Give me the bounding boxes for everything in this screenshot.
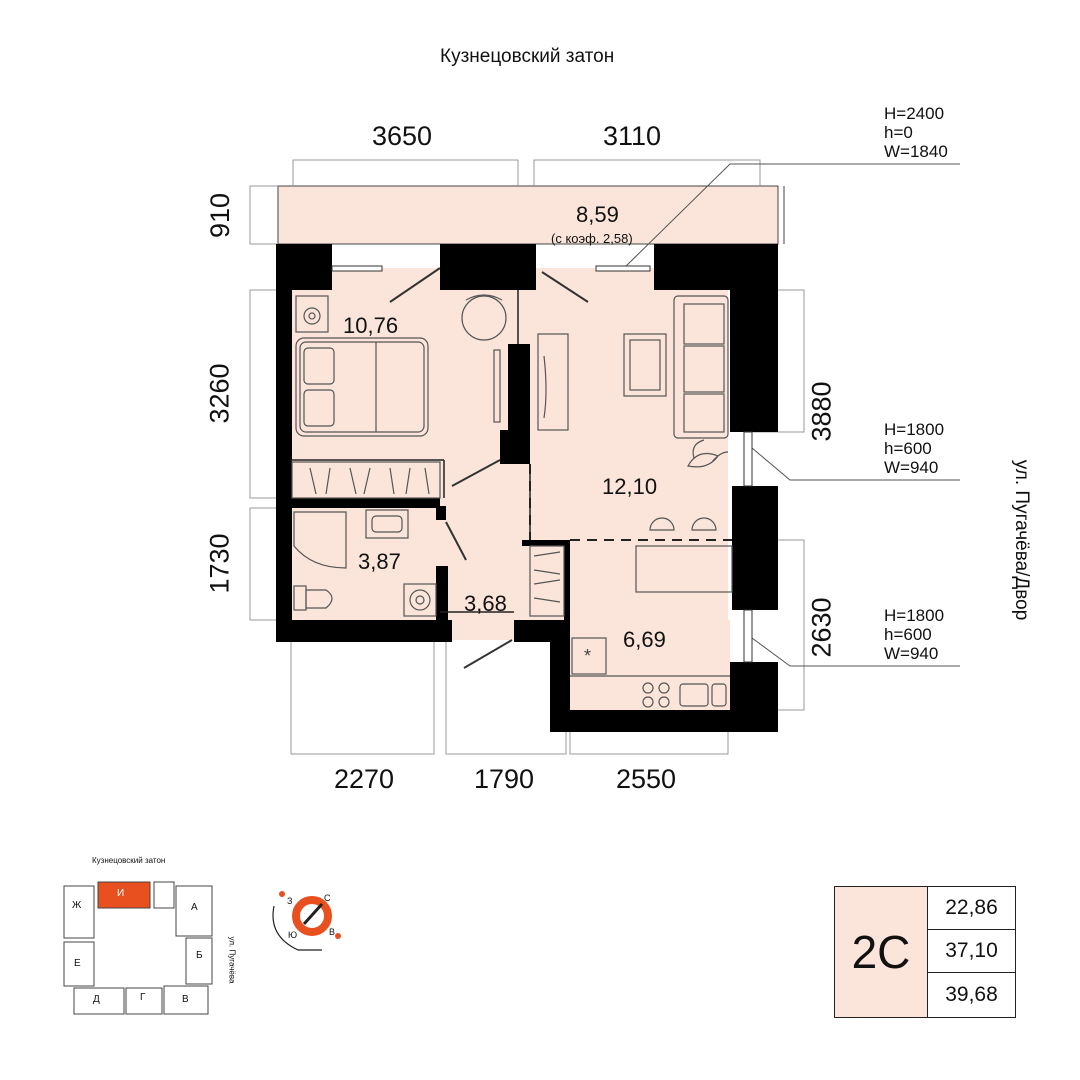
furniture bbox=[291, 294, 733, 708]
apartment-type: 2С bbox=[835, 887, 928, 1017]
fridge-marker: * bbox=[584, 646, 591, 666]
sunset-icon bbox=[335, 933, 341, 939]
sitemap-label-v: В bbox=[182, 994, 189, 1005]
dim-right-living: 3880 bbox=[806, 381, 837, 442]
street-top-label: Кузнецовский затон bbox=[440, 46, 615, 67]
sitemap-street-side: ул. Пугачёва bbox=[227, 936, 237, 984]
sitemap-label-b: Б bbox=[196, 950, 203, 961]
sitemap-label-zh: Ж bbox=[72, 900, 82, 911]
balcony-door-spec: H=2400 h=0 W=1840 bbox=[884, 104, 948, 161]
dim-top-left: 3650 bbox=[372, 121, 433, 151]
section-e bbox=[63, 941, 95, 987]
window-openings bbox=[331, 265, 753, 663]
compass-north: С bbox=[324, 893, 331, 903]
compass-ring bbox=[292, 896, 332, 936]
dim-top-right: 3110 bbox=[603, 121, 662, 151]
zone-dividers bbox=[529, 464, 732, 541]
bedroom-area: 10,76 bbox=[343, 313, 399, 338]
section-i bbox=[97, 881, 151, 909]
section-a bbox=[175, 885, 213, 937]
section-i-ext bbox=[153, 881, 175, 909]
section-v bbox=[163, 985, 209, 1015]
sitemap-street-top: Кузнецовский затон bbox=[92, 856, 166, 865]
compass-needle bbox=[302, 902, 324, 926]
apartment-info: 2С 22,86 37,10 39,68 bbox=[834, 886, 1016, 1018]
dim-left-bath: 1730 bbox=[204, 533, 235, 594]
living-area: 12,10 bbox=[602, 474, 658, 499]
dim-bottom-right: 2550 bbox=[616, 764, 677, 794]
area-with-balcony-value: 39,68 bbox=[945, 982, 998, 1006]
site-map bbox=[63, 881, 213, 1015]
section-d bbox=[73, 987, 125, 1015]
balcony-area: 8,59 bbox=[576, 202, 619, 227]
walls bbox=[276, 244, 778, 732]
kitchen-window-spec: H=1800 h=600 W=940 bbox=[884, 606, 945, 663]
sitemap-label-e: Е bbox=[74, 958, 81, 969]
compass-west: З bbox=[287, 896, 293, 906]
section-b bbox=[185, 937, 213, 985]
living-area-value: 22,86 bbox=[928, 887, 1015, 930]
dim-bottom-left: 2270 bbox=[334, 764, 395, 794]
kitchen-area: 6,69 bbox=[623, 627, 666, 652]
section-zh bbox=[63, 885, 95, 939]
balcony-coefficient: (с коэф. 2,58) bbox=[551, 231, 633, 246]
window-leaders bbox=[621, 163, 960, 667]
dim-bottom-mid: 1790 bbox=[474, 764, 535, 794]
sitemap-label-i: И bbox=[117, 888, 125, 899]
compass-south: Ю bbox=[288, 930, 298, 940]
dim-left-balcony: 910 bbox=[205, 192, 236, 239]
sun-path bbox=[272, 905, 322, 951]
dim-left-bedroom: 3260 bbox=[204, 363, 235, 424]
hall-area: 3,68 bbox=[464, 591, 507, 616]
doors bbox=[389, 267, 589, 669]
sunrise-icon bbox=[279, 891, 285, 897]
compass bbox=[272, 891, 341, 951]
total-area-value: 37,10 bbox=[928, 930, 1015, 973]
sitemap-label-g: Г bbox=[140, 992, 146, 1003]
sitemap-label-d: Д bbox=[93, 994, 100, 1005]
bathroom-area: 3,87 bbox=[358, 549, 401, 574]
street-right-label: ул. Пугачёва/Двор bbox=[1011, 459, 1032, 621]
dim-right-kitchen: 2630 bbox=[806, 597, 837, 658]
living-window-spec: H=1800 h=600 W=940 bbox=[884, 420, 945, 477]
sitemap-label-a: А bbox=[191, 902, 198, 913]
compass-east: В bbox=[329, 927, 336, 937]
section-g bbox=[125, 987, 163, 1015]
